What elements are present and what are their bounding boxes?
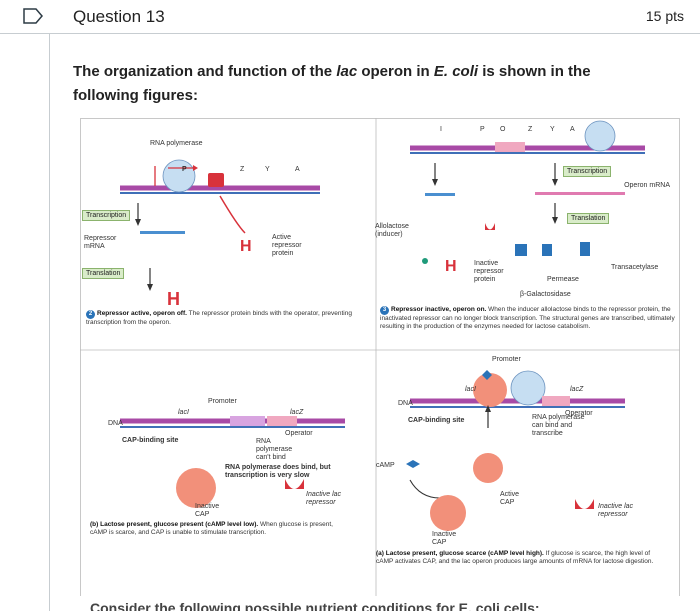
laci-label-b: lacI	[178, 409, 189, 416]
operator-label-a: Operator	[565, 410, 593, 417]
transcription-box: Transcription	[82, 210, 131, 221]
permease-label: Permease	[547, 276, 579, 283]
dna-label-a: DNA	[398, 400, 413, 407]
dna-label-b: DNA	[108, 420, 123, 427]
galactosidase-label: β-Galactosidase	[520, 291, 571, 298]
inactive-cap-label-b: Inactive CAP	[195, 503, 220, 518]
question-prompt: The organization and function of the lac…	[73, 63, 591, 104]
rna-polymerase-label: RNA polymerase	[150, 140, 203, 147]
inactive-repressor-label: Inactive repressor protein	[474, 260, 504, 283]
operon-mrna-label: Operon mRNA	[624, 182, 670, 189]
translation-box: Translation	[82, 268, 125, 279]
inactive-rep-label-b: Inactive lac repressor	[306, 491, 342, 506]
gene-y-label: Y	[265, 166, 270, 173]
question-points: 15 pts	[645, 8, 684, 24]
rnap-note-b: RNA polymerase does bind, but transcript…	[225, 464, 331, 479]
camp-label: cAMP	[376, 462, 395, 469]
left-divider	[49, 34, 50, 611]
figure-drawing: H H H	[80, 118, 680, 596]
gene-p-label: P	[182, 166, 187, 173]
active-repressor-label: Active repressor protein	[272, 234, 302, 257]
rnap-label-b: RNA polymerase can't bind	[256, 438, 293, 461]
rnap-label-a: RNA polymerase can bind and transcribe	[532, 414, 585, 437]
translation2-box: Translation	[567, 213, 610, 224]
gene-i-label: I	[440, 126, 442, 133]
repressor-mrna-label: Repressor mRNA	[84, 235, 117, 250]
promoter-label-b: Promoter	[208, 398, 237, 405]
gene-a2-label: A	[570, 126, 575, 133]
inactive-rep-label-a: Inactive lac repressor	[598, 503, 634, 518]
svg-text:H: H	[240, 238, 252, 255]
lacz-label-a: lacZ	[570, 386, 584, 393]
gene-o-label: O	[500, 126, 506, 133]
promoter-label-a: Promoter	[492, 356, 521, 363]
transcription2-box: Transcription	[563, 166, 612, 177]
svg-text:H: H	[167, 289, 180, 309]
question-title: Question 13	[73, 7, 165, 26]
gene-z-label: Z	[240, 166, 245, 173]
question-header: Question 13 15 pts	[0, 0, 700, 34]
svg-text:H: H	[445, 258, 457, 275]
active-cap-label: Active CAP	[500, 491, 520, 506]
cap-site-label-b: CAP-binding site	[122, 437, 179, 444]
operator-label-b: Operator	[285, 430, 313, 437]
flag-icon[interactable]	[22, 7, 44, 25]
footer-prompt: Consider the following possible nutrient…	[90, 600, 540, 611]
lacz-label-b: lacZ	[290, 409, 304, 416]
cap-site-label-a: CAP-binding site	[408, 417, 465, 424]
inactive-cap-label-a: Inactive CAP	[432, 531, 457, 546]
allolactose-label: Allolactose (inducer)	[375, 223, 409, 238]
gene-a-label: A	[295, 166, 300, 173]
gene-y2-label: Y	[550, 126, 555, 133]
transacetylase-label: Transacetylase	[611, 264, 659, 271]
lac-operon-figure: H H H	[80, 118, 680, 596]
caption-glucose-present: (b) Lactose present, glucose present (cA…	[90, 521, 333, 536]
laci-label-a: lacI	[465, 386, 476, 393]
caption-glucose-scarce: (a) Lactose present, glucose scarce (cAM…	[376, 550, 654, 565]
gene-p2-label: P	[480, 126, 485, 133]
gene-z2-label: Z	[528, 126, 533, 133]
